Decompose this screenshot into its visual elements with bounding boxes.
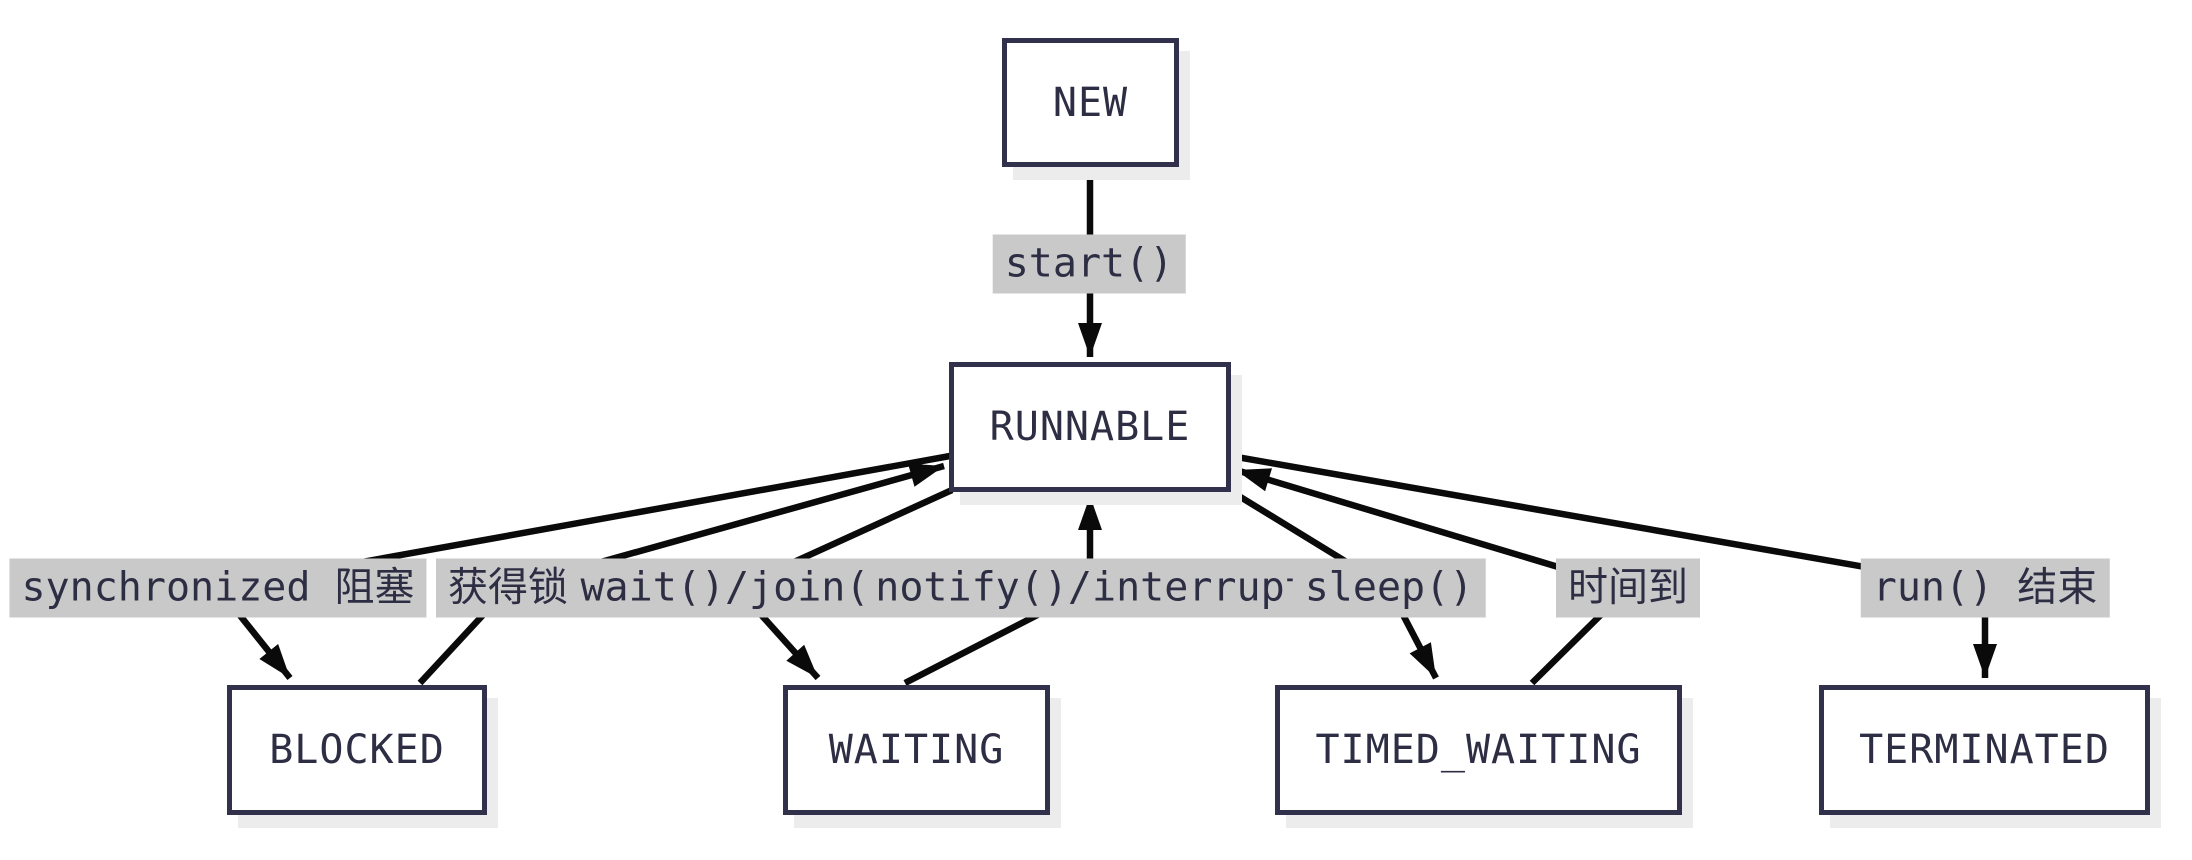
edge-label-run-end: run() 结束 <box>1860 558 2110 618</box>
node-new: NEW <box>1002 38 1179 167</box>
edge-label-acquire-lock: 获得锁 <box>436 558 580 618</box>
node-terminated: TERMINATED <box>1819 685 2150 815</box>
node-runnable: RUNNABLE <box>949 362 1231 492</box>
edge-label-start: start() <box>992 234 1186 294</box>
node-blocked: BLOCKED <box>227 685 487 815</box>
edge-label-time-up: 时间到 <box>1556 558 1700 618</box>
edge-label-sleep: sleep() <box>1292 558 1486 618</box>
node-waiting: WAITING <box>783 685 1050 815</box>
edge-label-wait-join: wait()/join() <box>568 558 906 618</box>
edge-label-notify-interrupt: notify()/interrupt <box>863 558 1321 618</box>
node-timed-waiting: TIMED_WAITING <box>1275 685 1682 815</box>
edge-label-synchronized-block: synchronized 阻塞 <box>9 558 427 618</box>
